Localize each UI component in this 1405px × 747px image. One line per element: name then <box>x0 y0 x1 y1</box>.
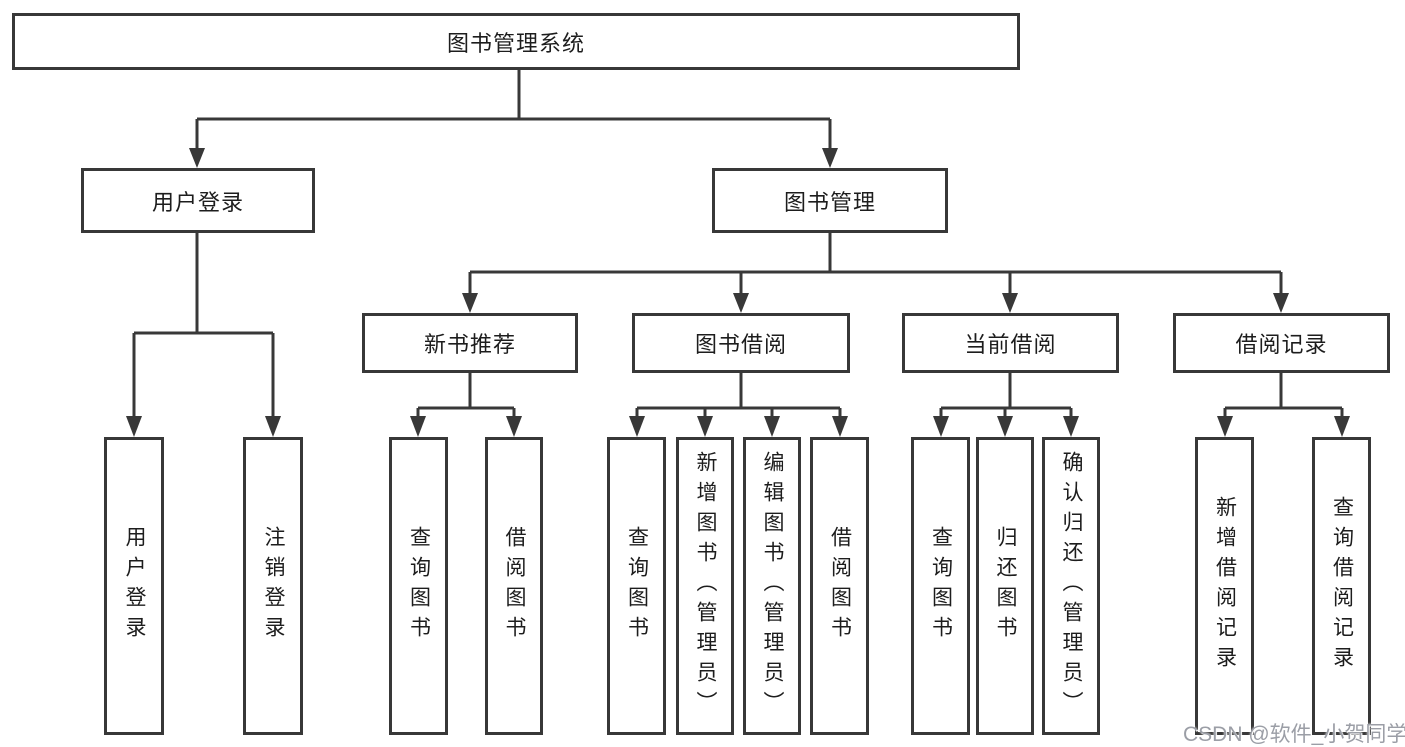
leaf-return-books: 归还图书 <box>976 437 1034 735</box>
node-label: 图书管理 <box>783 189 876 215</box>
leaf-label: 归还图书 <box>994 526 1017 646</box>
leaf-add-borrow-record: 新增借阅记录 <box>1195 437 1254 735</box>
node-label: 图书借阅 <box>694 332 787 357</box>
leaf-confirm-return-admin: 确认归还（管理员） <box>1042 437 1100 735</box>
leaf-query-borrow-record: 查询借阅记录 <box>1312 437 1371 735</box>
leaf-label: 借阅图书 <box>828 526 852 646</box>
node-label: 借阅记录 <box>1235 332 1328 357</box>
leaf-label: 注销登录 <box>262 526 285 646</box>
leaf-label: 查询图书 <box>929 526 953 646</box>
leaf-label: 用户登录 <box>123 526 146 646</box>
leaf-borrow-books-recommend: 借阅图书 <box>485 437 543 735</box>
leaf-label: 新增图书（管理员） <box>694 451 717 721</box>
leaf-label: 新增借阅记录 <box>1213 496 1237 676</box>
leaf-label: 编辑图书（管理员） <box>761 451 784 721</box>
node-borrowing-records: 借阅记录 <box>1173 313 1390 373</box>
leaf-logout: 注销登录 <box>243 437 303 735</box>
leaf-borrow-books: 借阅图书 <box>810 437 869 735</box>
csdn-watermark: CSDN @软件_小贺同学 <box>1183 723 1405 746</box>
leaf-label: 查询借阅记录 <box>1330 496 1354 676</box>
node-library-management-system: 图书管理系统 <box>12 13 1020 70</box>
leaf-add-book-admin: 新增图书（管理员） <box>676 437 734 735</box>
leaf-edit-book-admin: 编辑图书（管理员） <box>743 437 801 735</box>
leaf-label: 查询图书 <box>625 526 649 646</box>
node-book-borrowing: 图书借阅 <box>632 313 850 373</box>
leaf-query-books-current: 查询图书 <box>911 437 970 735</box>
node-label: 图书管理系统 <box>446 30 585 56</box>
leaf-user-login: 用户登录 <box>104 437 164 735</box>
leaf-label: 查询图书 <box>407 526 431 646</box>
node-user-login: 用户登录 <box>81 168 315 233</box>
leaf-label: 借阅图书 <box>503 526 526 646</box>
leaf-query-books-recommend: 查询图书 <box>389 437 448 735</box>
node-label: 当前借阅 <box>964 332 1057 357</box>
node-label: 新书推荐 <box>423 332 516 357</box>
node-label: 用户登录 <box>151 189 244 215</box>
node-new-book-recommendation: 新书推荐 <box>362 313 578 373</box>
node-current-borrowing: 当前借阅 <box>902 313 1119 373</box>
leaf-label: 确认归还（管理员） <box>1060 451 1083 721</box>
leaf-query-books-borrow: 查询图书 <box>607 437 666 735</box>
node-book-management: 图书管理 <box>712 168 948 233</box>
